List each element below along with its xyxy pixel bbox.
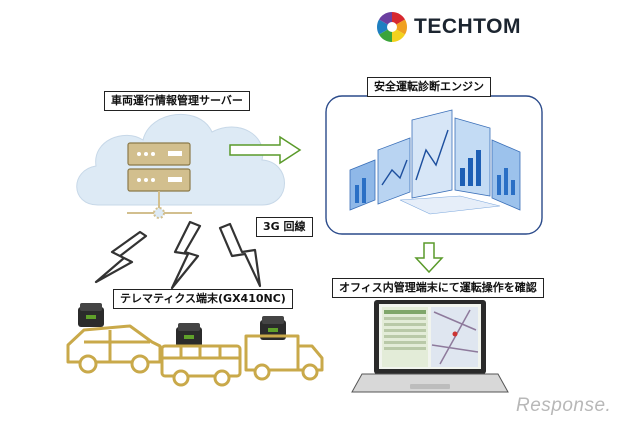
techtom-swirl-logo-icon	[376, 11, 408, 43]
arrow-right-icon	[229, 135, 302, 165]
network-label: 3G 回線	[256, 217, 313, 237]
engine-label: 安全運転診断エンジン	[367, 77, 491, 97]
car-icon	[66, 324, 162, 374]
laptop-icon	[351, 300, 509, 393]
bus-icon	[160, 344, 242, 387]
terminal-label: テレマティクス端末(GX410NC)	[113, 289, 293, 309]
lightning-bolt-icon	[94, 220, 262, 290]
office-label: オフィス内管理端末にて運転操作を確認	[332, 278, 544, 298]
server-label: 車両運行情報管理サーバー	[104, 91, 250, 111]
truck-icon	[244, 334, 324, 381]
analytics-visualization-icon	[349, 109, 521, 215]
arrow-down-icon	[414, 242, 444, 274]
analytics-panel	[325, 95, 543, 235]
watermark: Response.	[516, 395, 612, 416]
server-rack-icon	[127, 142, 192, 219]
brand-name: TECHTOM	[414, 15, 521, 38]
